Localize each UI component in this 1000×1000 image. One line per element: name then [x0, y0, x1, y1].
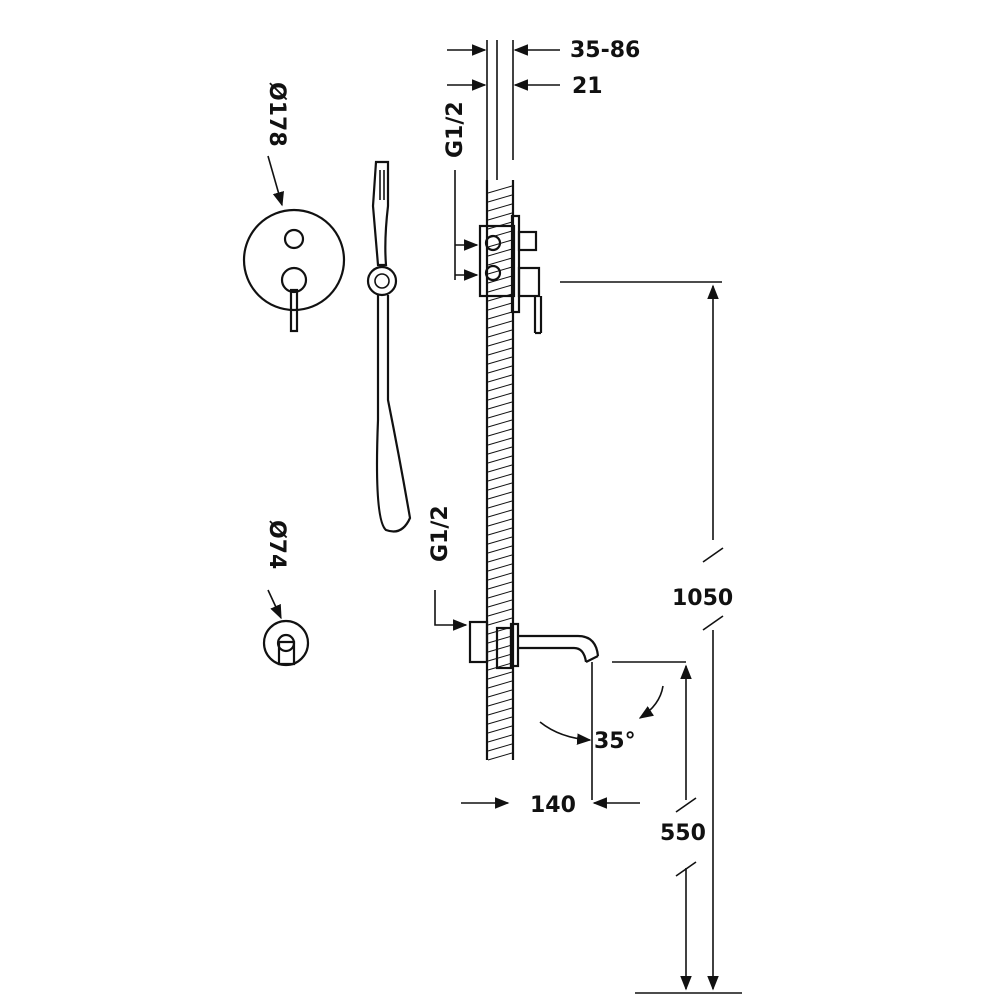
hatch-line: [487, 284, 513, 293]
hatch-line: [487, 581, 513, 590]
hatch-line: [487, 419, 513, 428]
dim-140-label: 140: [530, 793, 576, 818]
hatch-line: [487, 518, 513, 527]
hatch-line: [487, 329, 513, 338]
hatch-line: [487, 347, 513, 356]
top-dimensions: 35-86 21: [447, 38, 640, 180]
spout-side: G1/2: [428, 505, 600, 670]
hatch-line: [487, 482, 513, 491]
mixer-handle-base: [280, 266, 308, 294]
hatch-line: [487, 212, 513, 221]
hatch-line: [487, 653, 513, 662]
dim-21-label: 21: [572, 74, 603, 99]
hatch-line: [487, 509, 513, 518]
hatch-line: [487, 725, 513, 734]
hatch-line: [487, 446, 513, 455]
height-dimensions: 1050 550: [560, 281, 742, 994]
hatch-line: [487, 473, 513, 482]
hatch-line: [487, 563, 513, 572]
dia-74-label: Ø74: [264, 520, 289, 569]
hatch-line: [487, 302, 513, 311]
hatch-line: [487, 374, 513, 383]
hatch-line: [487, 365, 513, 374]
hatch-line: [487, 464, 513, 473]
hatch-line: [487, 644, 513, 653]
hatch-line: [487, 743, 513, 752]
dia-178-label: Ø178: [264, 82, 289, 147]
hatch-line: [487, 257, 513, 266]
hatch-line: [487, 194, 513, 203]
angle-35-label: 35°: [594, 729, 636, 754]
hatch-line: [487, 608, 513, 617]
g12-top-label: G1/2: [443, 101, 468, 158]
hatch-line: [487, 545, 513, 554]
hatch-line: [487, 455, 513, 464]
hatch-line: [487, 311, 513, 320]
hatch-line: [487, 392, 513, 401]
hatch-line: [487, 662, 513, 671]
dim-1050-label: 1050: [672, 586, 733, 611]
dim-140: 140: [461, 793, 640, 818]
hatch-line: [487, 707, 513, 716]
angle-indicator: 35°: [539, 662, 664, 800]
hatch-line: [487, 752, 513, 761]
hatch-line: [487, 410, 513, 419]
hatch-line: [487, 500, 513, 509]
hatch-line: [487, 599, 513, 608]
hatch-line: [487, 635, 513, 644]
hatch-line: [487, 428, 513, 437]
hatch-line: [487, 185, 513, 194]
mixer-plate-front: Ø178: [242, 82, 346, 333]
spout-rosette-front: Ø74: [262, 520, 310, 667]
hatch-line: [487, 527, 513, 536]
dim-35-86-label: 35-86: [570, 38, 640, 63]
hatch-line: [487, 617, 513, 626]
hatch-line: [487, 689, 513, 698]
cover-plate: [242, 208, 346, 312]
hatch-line: [487, 572, 513, 581]
mixer-valve-side: G1/2: [443, 101, 543, 335]
dim-550-label: 550: [660, 821, 706, 846]
hatch-line: [487, 320, 513, 329]
shower-holder: [366, 265, 398, 297]
hatch-line: [487, 698, 513, 707]
hatch-line: [487, 203, 513, 212]
hatch-line: [487, 401, 513, 410]
hatch-line: [487, 554, 513, 563]
hatch-line: [487, 491, 513, 500]
hatch-line: [487, 734, 513, 743]
g12-bottom-label: G1/2: [428, 505, 453, 562]
hatch-line: [487, 356, 513, 365]
diverter-knob: [283, 228, 305, 250]
mixer-lever: [289, 288, 299, 333]
hatch-line: [487, 536, 513, 545]
hatch-line: [487, 248, 513, 257]
hatch-line: [487, 437, 513, 446]
hatch-line: [487, 275, 513, 284]
wall-hatching: [487, 185, 513, 761]
hatch-line: [487, 383, 513, 392]
hatch-line: [487, 716, 513, 725]
hatch-line: [487, 671, 513, 680]
hatch-line: [487, 680, 513, 689]
hatch-line: [487, 590, 513, 599]
hatch-line: [487, 338, 513, 347]
hand-shower: [366, 160, 412, 533]
